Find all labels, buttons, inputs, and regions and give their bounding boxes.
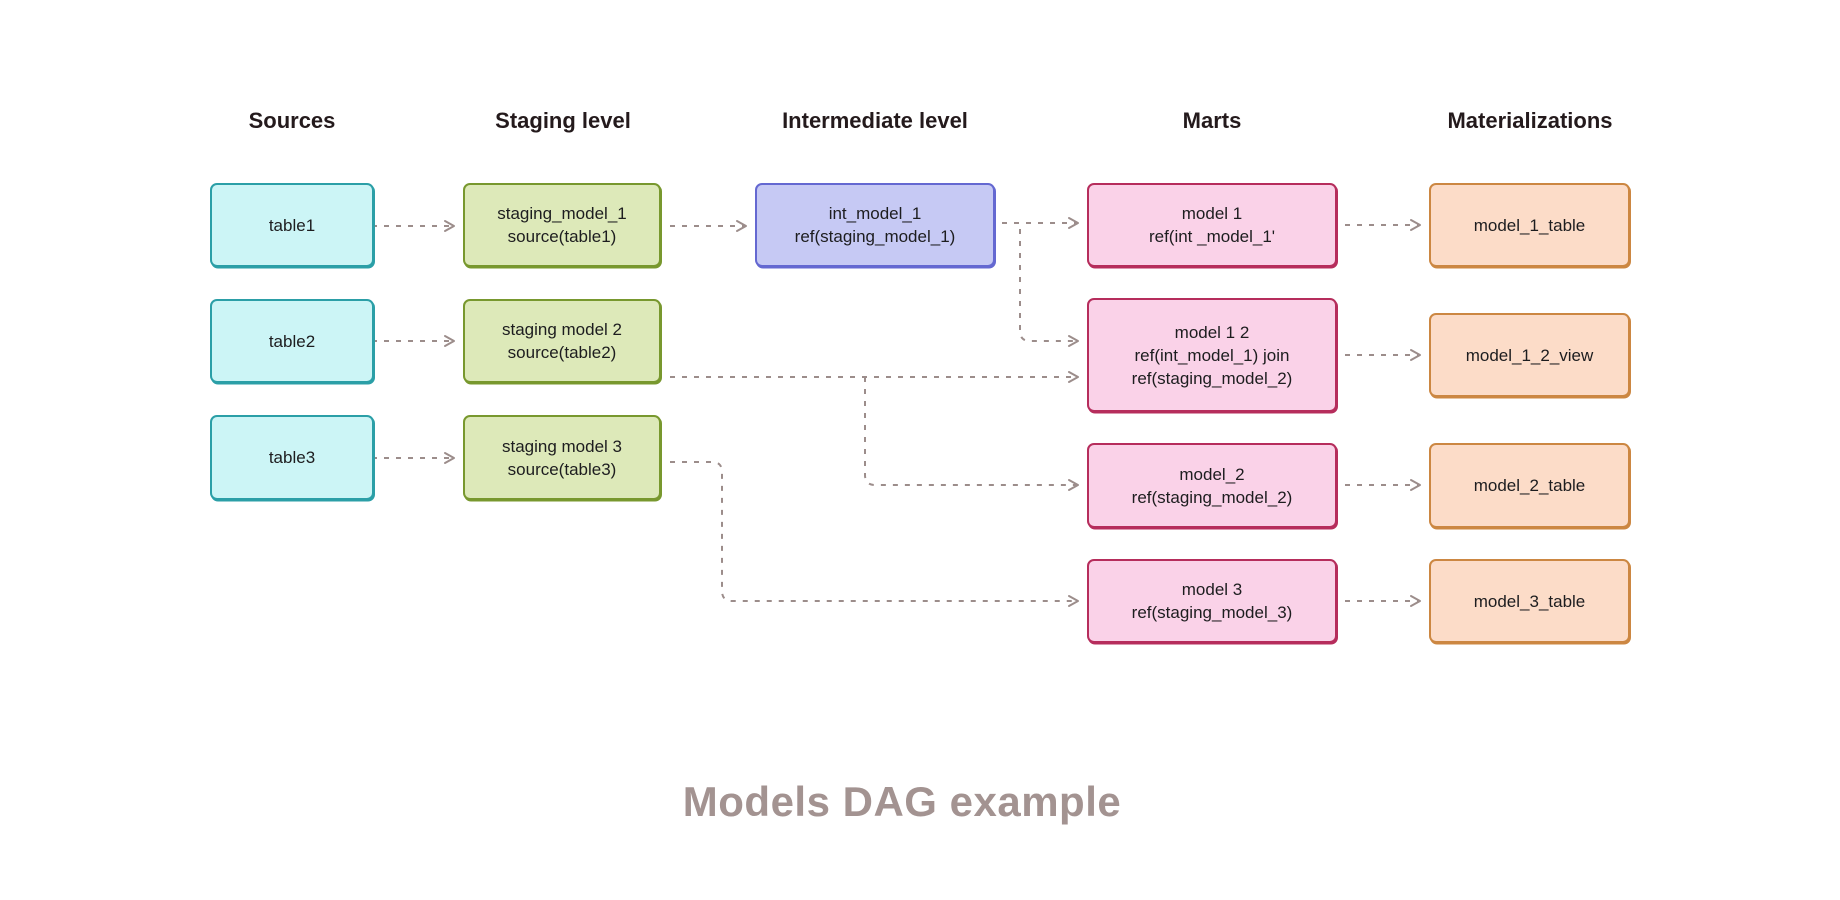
node-model_1_table: model_1_table — [1429, 183, 1630, 267]
node-sublabel: source(table1) — [507, 227, 617, 246]
node-label: model 3 — [1181, 580, 1243, 599]
node-model_1_2_view: model_1_2_view — [1429, 313, 1630, 397]
edge-int_model_1-model_1_2 — [1019, 229, 1079, 347]
column-header-marts: Marts — [1182, 108, 1242, 133]
node-label: table2 — [268, 331, 316, 351]
node-model_3_table: model_3_table — [1429, 559, 1630, 643]
node-label: model_2 — [1179, 464, 1245, 484]
node-table2: table2 — [210, 299, 374, 383]
node-label: table3 — [268, 448, 316, 467]
node-label: staging model 3 — [501, 436, 623, 456]
node-table3: table3 — [210, 415, 374, 500]
node-label: model_1_2_view — [1465, 345, 1594, 365]
node-model_1: model 1 ref(int _model_1' — [1087, 183, 1337, 267]
column-header-staging: Staging level — [495, 108, 631, 133]
node-model_2_table: model_2_table — [1429, 443, 1630, 528]
node-label: int_model_1 — [828, 204, 922, 223]
node-sublabel: ref(int _model_1' — [1148, 227, 1276, 246]
node-int_model_1: int_model_1 ref(staging_model_1) — [755, 183, 995, 267]
node-table1: table1 — [210, 183, 374, 267]
node-label: model_1_table — [1473, 215, 1586, 235]
node-sublabel: ref(staging_model_2) — [1131, 487, 1293, 507]
node-label: model 1 — [1181, 204, 1243, 223]
node-sublabel: ref(staging_model_1) — [794, 227, 956, 246]
node-model_1_2: model 1 2 ref(int_model_1) join ref(stag… — [1087, 298, 1337, 412]
diagram-title: Models DAG example — [682, 778, 1122, 825]
edge-staging_model_2-model_2 — [864, 377, 1079, 491]
node-label: model_2_table — [1473, 476, 1586, 495]
node-staging_model_3: staging model 3 source(table3) — [463, 415, 661, 500]
node-staging_model_2: staging model 2 source(table2) — [463, 299, 661, 383]
node-sublabel: source(table3) — [507, 459, 617, 479]
node-label: model_3_table — [1473, 591, 1586, 611]
node-sublabel: ref(staging_model_2) — [1131, 368, 1293, 388]
node-sublabel: source(table2) — [507, 343, 617, 362]
node-sublabel: ref(staging_model_3) — [1131, 603, 1293, 622]
node-model_3: model 3 ref(staging_model_3) — [1087, 559, 1337, 643]
column-header-materializations: Materializations — [1447, 108, 1613, 133]
node-label: staging_model_1 — [497, 204, 627, 223]
node-label: table1 — [268, 215, 316, 235]
node-sublabel: ref(int_model_1) join — [1134, 345, 1290, 365]
node-staging_model_1: staging_model_1 source(table1) — [463, 183, 661, 267]
node-label: model 1 2 — [1174, 322, 1250, 342]
column-header-intermediate: Intermediate level — [782, 108, 968, 133]
node-model_2: model_2 ref(staging_model_2) — [1087, 443, 1337, 528]
edge-staging_model_3-model_3 — [670, 461, 1079, 607]
node-label: staging model 2 — [501, 320, 623, 339]
column-header-sources: Sources — [248, 108, 336, 133]
